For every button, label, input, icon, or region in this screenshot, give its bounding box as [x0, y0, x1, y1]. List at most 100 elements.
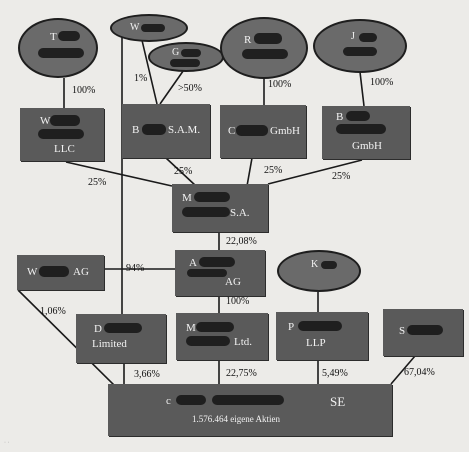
entity-b-sam-initial: B: [132, 124, 140, 136]
redaction: [182, 207, 230, 217]
redaction: [187, 269, 227, 277]
entity-a-ag-suffix: AG: [225, 276, 241, 288]
line-w-to-bsam: [140, 35, 158, 105]
entity-m-ltd: M Ltd.: [176, 313, 268, 360]
shareholder-j-oval: J: [313, 19, 407, 73]
redaction: [141, 24, 165, 32]
entity-c-gmbh-suffix: GmbH: [270, 125, 300, 137]
shareholder-j-initial: J: [351, 31, 355, 42]
stake-label: 100%: [268, 79, 292, 90]
entity-m-sa-suffix: S.A.: [230, 207, 250, 219]
entity-b-gmbh-initial: B: [336, 111, 344, 123]
entity-m-sa: M S.A.: [172, 184, 268, 232]
stake-label: 25%: [332, 171, 351, 182]
entity-c-se: c SE 1.576.464 eigene Aktien: [108, 384, 392, 436]
entity-b-sam: B S.A.M.: [122, 104, 210, 158]
redaction: [359, 33, 377, 42]
redaction: [321, 261, 337, 269]
line-cgmbh-to-msa: [246, 157, 253, 187]
line-wag-to-cse: [17, 289, 117, 388]
redaction: [58, 31, 80, 41]
redaction: [212, 395, 284, 405]
entity-w-llc: W LLC: [20, 108, 104, 161]
shareholder-g-oval: G: [148, 42, 224, 72]
shareholder-w-initial: W: [130, 22, 140, 33]
entity-a-ag-initial: A: [189, 257, 197, 269]
entity-w-ag-suffix: AG: [73, 266, 89, 278]
entity-c-se-note: 1.576.464 eigene Aktien: [192, 414, 280, 424]
shareholder-k-oval: K: [277, 250, 361, 292]
shareholder-t-initial: T: [50, 31, 57, 43]
redaction: [343, 47, 377, 56]
stake-label: 25%: [174, 166, 193, 177]
entity-c-gmbh: C GmbH: [220, 105, 306, 158]
entity-w-ag-initial: W: [27, 266, 38, 278]
stake-label: 25%: [264, 165, 283, 176]
entity-d-limited-initial: D: [94, 323, 102, 335]
line-s-to-cse: [390, 355, 416, 385]
redaction: [199, 257, 235, 267]
shareholder-w-oval: W: [110, 14, 188, 42]
entity-p-llp-initial: P: [288, 321, 295, 333]
stake-label: 5,49%: [322, 368, 348, 379]
entity-m-ltd-suffix: Ltd.: [234, 336, 253, 348]
stake-label: 100%: [370, 77, 394, 88]
entity-p-llp-suffix: LLP: [306, 337, 326, 349]
entity-p-llp: P LLP: [276, 312, 368, 360]
shareholder-r-initial: R: [244, 34, 252, 46]
stake-label: 3,66%: [134, 369, 160, 380]
redaction: [39, 266, 69, 277]
entity-d-limited-suffix: Limited: [92, 338, 127, 350]
line-wllc-to-msa: [65, 161, 173, 187]
redaction: [236, 125, 268, 136]
entity-w-llc-initial: W: [40, 115, 51, 127]
shareholder-g-initial: G: [172, 47, 180, 58]
entity-d-limited: D Limited: [76, 314, 166, 363]
redaction: [170, 59, 200, 67]
entity-w-ag: W AG: [17, 255, 104, 290]
stake-label: 67,04%: [404, 367, 435, 378]
stake-label: 1%: [134, 73, 148, 84]
shareholder-t-oval: T: [18, 18, 98, 78]
stake-label: 1,06%: [40, 306, 66, 317]
stake-label: 22,08%: [226, 236, 257, 247]
entity-c-se-suffix: SE: [330, 394, 346, 409]
redaction: [336, 124, 386, 134]
entity-s: S: [383, 309, 463, 356]
redaction: [196, 322, 234, 332]
line-bsam-to-msa: [165, 157, 197, 187]
stake-label: 25%: [88, 177, 107, 188]
shareholder-r-oval: R: [220, 17, 308, 79]
stake-label: 100%: [72, 85, 96, 96]
line-j-to-bgmbh: [359, 71, 365, 107]
redaction: [254, 33, 282, 44]
redaction: [38, 129, 84, 139]
redaction: [407, 325, 443, 335]
redaction: [242, 49, 288, 59]
redaction: [50, 115, 80, 126]
entity-a-ag: A AG: [175, 250, 265, 296]
entity-b-gmbh-suffix: GmbH: [352, 140, 382, 152]
shareholder-k-initial: K: [311, 259, 319, 270]
scan-artifact: · ·: [4, 440, 10, 446]
entity-b-sam-suffix: S.A.M.: [168, 124, 201, 136]
entity-c-se-initial: c: [166, 395, 171, 407]
redaction: [346, 111, 370, 121]
entity-s-initial: S: [399, 325, 406, 337]
line-bgmbh-to-msa: [267, 159, 363, 185]
redaction: [186, 336, 230, 346]
redaction: [176, 395, 206, 405]
redaction: [38, 48, 84, 58]
stake-label: >50%: [178, 83, 202, 94]
stake-label: 100%: [226, 296, 250, 307]
redaction: [194, 192, 230, 202]
redaction: [104, 323, 142, 333]
entity-b-gmbh: B GmbH: [322, 106, 410, 159]
stake-label: 22,75%: [226, 368, 257, 379]
redaction: [298, 321, 342, 331]
entity-m-sa-initial: M: [182, 192, 192, 204]
redaction: [142, 124, 166, 135]
redaction: [181, 49, 201, 57]
